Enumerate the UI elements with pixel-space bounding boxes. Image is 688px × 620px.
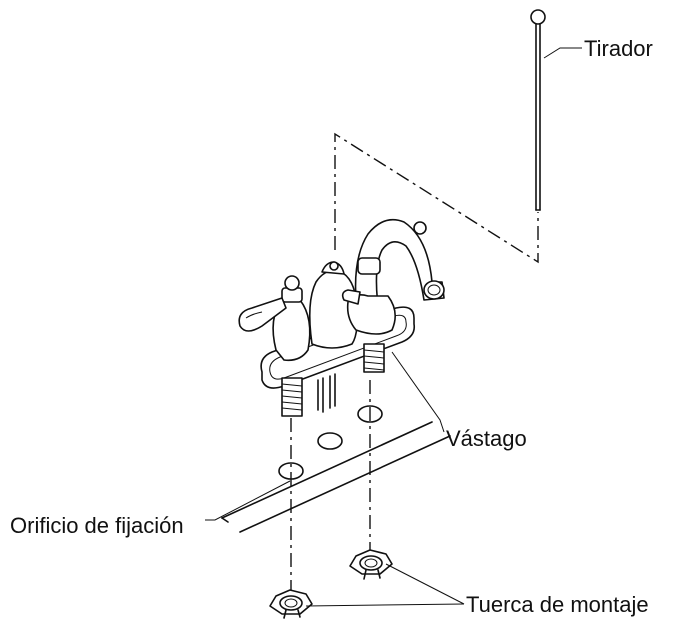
lift-rod-label: Tirador xyxy=(584,36,653,61)
mounting-nut-left xyxy=(269,589,313,619)
mounting-hole-label: Orificio de fijación xyxy=(10,513,184,538)
mounting-hole-right xyxy=(357,405,383,423)
stem-label: Vástago xyxy=(446,426,527,451)
stem-right xyxy=(363,343,385,373)
mounting-nut-label: Tuerca de montaje xyxy=(466,592,649,617)
faucet xyxy=(238,218,445,417)
stem-left xyxy=(281,377,303,417)
lift-rod xyxy=(530,9,546,211)
mounting-hole-center xyxy=(317,432,343,450)
alignment-lines xyxy=(290,132,539,602)
leader-lines xyxy=(205,47,582,607)
sink-deck xyxy=(221,421,451,533)
mounting-nut-right xyxy=(349,549,393,580)
